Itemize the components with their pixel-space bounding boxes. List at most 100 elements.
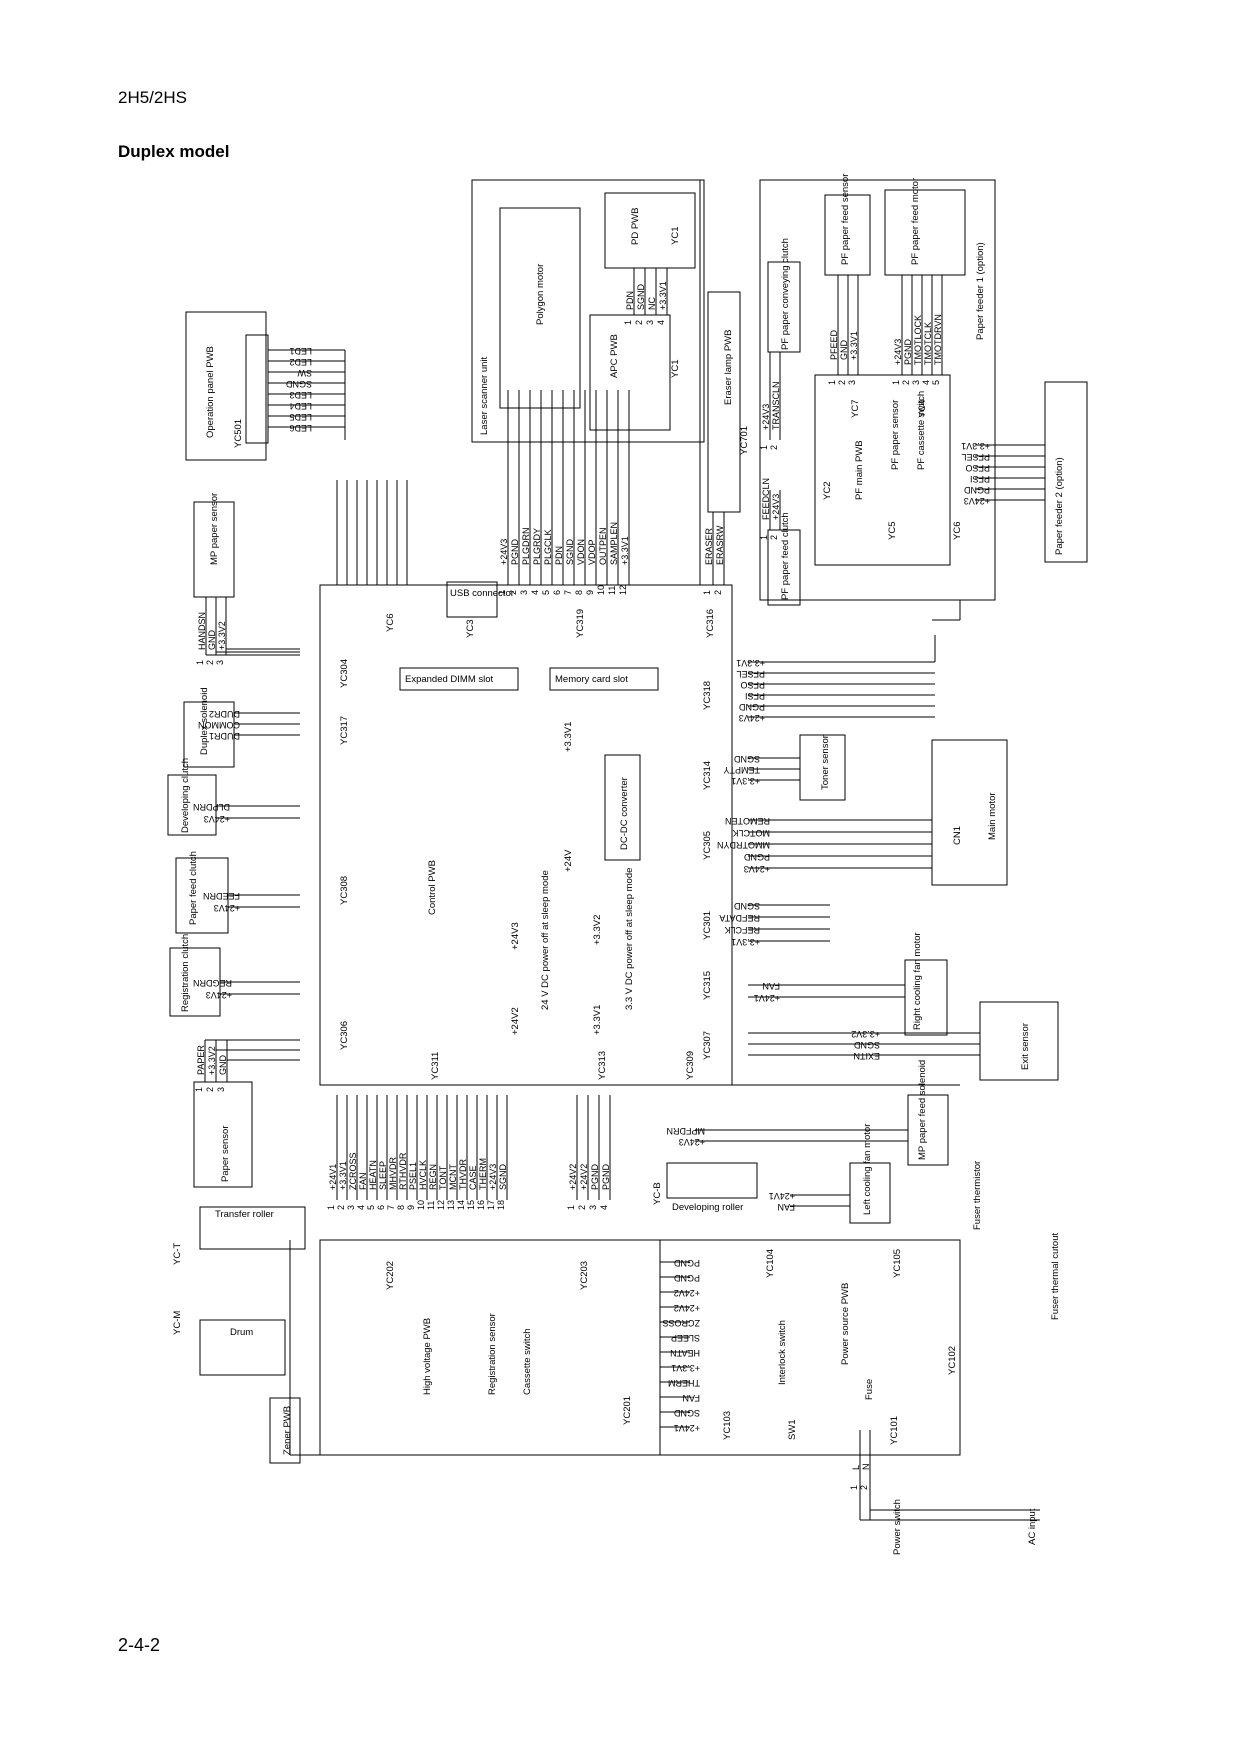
- yc105-label: YC105: [892, 1249, 903, 1278]
- mp-solenoid-box: [907, 1094, 949, 1166]
- dcdc-24v-label: +24V: [563, 849, 574, 872]
- pf2-signal: PFSI: [970, 474, 990, 484]
- yc319-signal: VDON: [576, 539, 586, 565]
- toner-sensor-box: [799, 734, 846, 801]
- pf-feed-sensor-label: PF paper feed sensor: [840, 174, 851, 265]
- pf-clutch-b-pin: 2: [769, 535, 779, 540]
- yc201-signal: PGND: [673, 1273, 700, 1283]
- pf-paper-sensor-label: PF paper sensor: [890, 400, 901, 470]
- main-motor-signal: MOTCLK: [732, 828, 770, 838]
- transfer-roller-box: [199, 1206, 306, 1250]
- hv-signal: MCNT: [448, 1164, 458, 1190]
- hv-pin: 12: [436, 1200, 446, 1210]
- exit-signal: +3.3V2: [851, 1029, 880, 1039]
- developing-roller-label: Developing roller: [672, 1202, 743, 1213]
- duplex-signal: COMMON: [198, 720, 240, 730]
- yc103-label: YC103: [722, 1411, 733, 1440]
- pf-main-pwb-label: PF main PWB: [854, 440, 865, 500]
- main-motor-signal: PGND: [743, 852, 770, 862]
- paper-sensor-signal: GND: [218, 1055, 228, 1076]
- pf-conveying-clutch-box: [767, 261, 801, 353]
- yc319-pin: 10: [596, 585, 606, 595]
- dcdc-33v1-label: +3.3V1: [563, 722, 574, 752]
- pf-motor-pin: 3: [911, 380, 921, 385]
- hv-pin: 15: [466, 1200, 476, 1210]
- mp-sensor-pin: 2: [205, 660, 215, 665]
- yc318-signal: +3.3V1: [736, 658, 765, 668]
- pf-motor-pin: 2: [901, 380, 911, 385]
- paper-sensor-signal: +3.3V2: [207, 1046, 217, 1075]
- fuse-label: Fuse: [864, 1379, 875, 1400]
- pd-pwb-pin: 1: [623, 320, 633, 325]
- hv-signal: REGN: [428, 1164, 438, 1190]
- page-title: Duplex model: [118, 142, 230, 161]
- right-fan-signal: FAN: [762, 981, 780, 991]
- paper-sensor-box: [193, 1081, 253, 1188]
- yc313-label: YC313: [597, 1051, 608, 1080]
- mp-sensor-signal: +3.3V2: [217, 621, 227, 650]
- reg-clutch-signal: REGDRN: [193, 978, 232, 988]
- pf-motor-pin: 5: [931, 380, 941, 385]
- pf-clutch-b-pin: 1: [759, 535, 769, 540]
- yc203-pin: 2: [577, 1205, 587, 1210]
- mp-sensor-pin: 1: [195, 660, 205, 665]
- yc319-pin: 5: [541, 590, 551, 595]
- yc201-signal: +24V2: [674, 1303, 700, 1313]
- hv-signal: +3.3V1: [338, 1161, 348, 1190]
- yc201-signal: HEATN: [670, 1348, 700, 1358]
- pf-yc2-label: YC2: [822, 482, 833, 500]
- pf-clutch-b-signal: FEEDCLN: [761, 478, 771, 520]
- hv-signal: PSEL1: [408, 1162, 418, 1190]
- ycm-label: YC-M: [172, 1311, 183, 1335]
- yc201-label: YC201: [622, 1396, 633, 1425]
- pf-feed-sensor-pin: 2: [837, 380, 847, 385]
- yc315-label: YC315: [702, 971, 713, 1000]
- pf-feed-motor-label: PF paper feed motor: [910, 178, 921, 265]
- hv-pin: 13: [446, 1200, 456, 1210]
- mp-solenoid-signal: +24V3: [679, 1137, 705, 1147]
- pf2-signal: +3.3V1: [961, 441, 990, 451]
- yc203-label: YC203: [579, 1261, 590, 1290]
- op-panel-signal: LED1: [289, 346, 312, 356]
- yc202-label: YC202: [385, 1261, 396, 1290]
- yc101-label: YC101: [889, 1416, 900, 1445]
- pd-pwb-pin: 4: [656, 320, 666, 325]
- yc501-connector: [245, 334, 269, 444]
- hv-pin: 6: [376, 1205, 386, 1210]
- yc319-label: YC319: [575, 609, 586, 638]
- apc-yc1-label: YC1: [670, 360, 681, 378]
- memory-card-slot-box: [549, 667, 659, 691]
- developing-clutch-box: [167, 774, 217, 836]
- hv-pin: 14: [456, 1200, 466, 1210]
- hv-signal: SGND: [498, 1163, 508, 1190]
- pf-feed-sensor-signal: GND: [839, 340, 849, 361]
- hv-pin: 2: [336, 1205, 346, 1210]
- mp-sensor-signal: HANDSN: [197, 612, 207, 650]
- duplex-solenoid-label: Duplex solenoid: [199, 687, 210, 755]
- hv-pin: 17: [486, 1200, 496, 1210]
- eraser-signal: ERASER: [704, 527, 714, 565]
- pf-clutch-a-signal: +24V3: [761, 404, 771, 430]
- tr-24v2: +24V2: [510, 1007, 521, 1035]
- interlock-switch-label: Interlock switch: [777, 1320, 788, 1385]
- laser-scanner-unit-label: Laser scanner unit: [479, 356, 490, 435]
- yc201-signal: FAN: [682, 1393, 700, 1403]
- yc318-signal: PFSO: [740, 680, 765, 690]
- yc319-signal: PGND: [510, 538, 520, 565]
- yc203-signal: PGND: [590, 1163, 600, 1190]
- mp-solenoid-signal: MPFDRN: [667, 1126, 706, 1136]
- transfer-roller-label: Transfer roller: [215, 1209, 274, 1220]
- eraser-pin: 2: [713, 590, 723, 595]
- model-number: 2H5/2HS: [118, 88, 187, 107]
- pf2-signal: PFSO: [965, 463, 990, 473]
- feed-clutch-signal: FEEDRN: [203, 891, 240, 901]
- op-panel-signal: LED6: [289, 423, 312, 433]
- registration-clutch-label: Registration clutch: [180, 934, 191, 1012]
- yc201-signal: +3.3V1: [671, 1363, 700, 1373]
- main-motor-label: Main motor: [987, 792, 998, 840]
- left-fan-signal: +24V1: [769, 1191, 795, 1201]
- hv-signal: CASE: [468, 1165, 478, 1190]
- power-source-pwb-label: Power source PWB: [840, 1283, 851, 1365]
- yc319-pin: 1: [497, 590, 507, 595]
- exit-signal: SGND: [853, 1040, 880, 1050]
